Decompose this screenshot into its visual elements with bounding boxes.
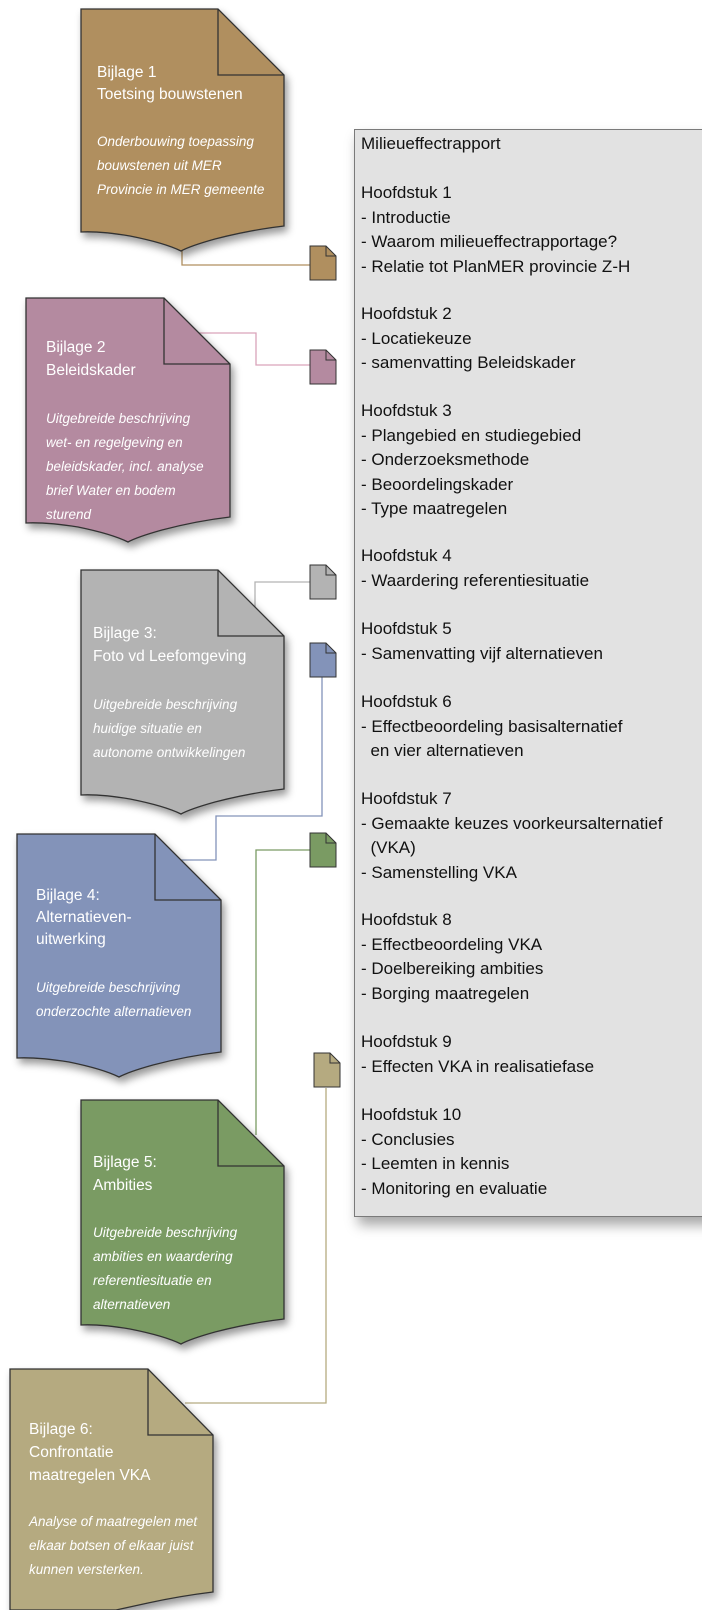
bijlage-3-card: Bijlage 3: Foto vd Leefomgeving Uitgebre… xyxy=(80,569,285,815)
chapter-line: - Monitoring en evaluatie xyxy=(361,1178,548,1198)
chapter-line: - Locatiekeuze xyxy=(361,328,472,348)
connector-bijlage-4 xyxy=(180,677,323,861)
report-panel: Milieueffectrapport Hoofdstuk 1 - Introd… xyxy=(354,129,702,1217)
chapter-9: Hoofdstuk 9 - Effecten VKA in realisatie… xyxy=(361,1030,594,1079)
doc-icon-bijlage-1 xyxy=(309,245,337,281)
connector-bijlage-6 xyxy=(185,1088,327,1404)
chapter-line: (VKA) xyxy=(361,838,416,857)
chapter-line: - Relatie tot PlanMER provincie Z-H xyxy=(361,256,631,276)
chapter-2-heading: Hoofdstuk 2 xyxy=(361,304,452,323)
chapter-7: Hoofdstuk 7 - Gemaakte keuzes voorkeursa… xyxy=(361,787,662,885)
bijlage-5-card: Bijlage 5: Ambities Uitgebreide beschrij… xyxy=(80,1099,285,1345)
chapter-8: Hoofdstuk 8 - Effectbeoordeling VKA - Do… xyxy=(361,908,543,1006)
bijlage-2-card: Bijlage 2 Beleidskader Uitgebreide besch… xyxy=(25,297,231,543)
chapter-line: - samenvatting Beleidskader xyxy=(361,353,576,372)
doc-icon-bijlage-6 xyxy=(313,1052,341,1088)
chapter-5-heading: Hoofdstuk 5 xyxy=(361,619,452,638)
chapter-8-heading: Hoofdstuk 8 xyxy=(361,910,452,929)
doc-icon-bijlage-2 xyxy=(309,349,337,385)
chapter-line: - Effecten VKA in realisatiefase xyxy=(361,1056,595,1076)
connector-bijlage-3 xyxy=(254,581,310,608)
connector-bijlage-1 xyxy=(181,247,310,266)
bijlage-4-description: Uitgebreide beschrijving onderzochte alt… xyxy=(36,980,191,1019)
doc-icon-bijlage-5 xyxy=(309,832,337,868)
chapter-6-heading: Hoofdstuk 6 xyxy=(361,692,452,711)
bijlage-3-title: Bijlage 3: Foto vd Leefomgeving xyxy=(93,625,246,665)
chapter-line: - Conclusies xyxy=(361,1129,455,1149)
chapter-line: - Waarom milieueffectrapportage? xyxy=(361,232,618,251)
chapter-10: Hoofdstuk 10 - Conclusies - Leemten in k… xyxy=(361,1103,547,1201)
chapter-3-heading: Hoofdstuk 3 xyxy=(361,401,452,420)
chapter-line: - Plangebied en studiegebied xyxy=(361,425,582,445)
chapter-line: - Type maatregelen xyxy=(361,499,508,518)
chapter-7-heading: Hoofdstuk 7 xyxy=(361,789,452,808)
chapter-line: - Borging maatregelen xyxy=(361,983,530,1003)
bijlage-5-description: Uitgebreide beschrijving ambities en waa… xyxy=(93,1225,241,1312)
chapter-4: Hoofdstuk 4 - Waardering referentiesitua… xyxy=(361,544,589,593)
chapter-line: - Samenstelling VKA xyxy=(361,862,517,882)
chapter-3: Hoofdstuk 3 - Plangebied en studiegebied… xyxy=(361,399,581,522)
chapter-line: - Effectbeoordeling VKA xyxy=(361,934,543,954)
chapter-line: - Waardering referentiesituatie xyxy=(361,570,590,590)
chapter-line: - Samenvatting vijf alternatieven xyxy=(361,643,603,663)
bijlage-6-title: Bijlage 6: Confrontatie maatregelen VKA xyxy=(29,1421,151,1484)
connector-bijlage-2 xyxy=(196,332,310,366)
chapter-9-heading: Hoofdstuk 9 xyxy=(361,1032,452,1051)
bijlage-2-title: Bijlage 2 Beleidskader xyxy=(46,339,136,379)
chapter-line: - Leemten in kennis xyxy=(361,1154,510,1173)
chapter-line: - Doelbereiking ambities xyxy=(361,959,544,978)
bijlage-6-card: Bijlage 6: Confrontatie maatregelen VKA … xyxy=(9,1368,214,1610)
chapter-4-heading: Hoofdstuk 4 xyxy=(361,546,452,565)
chapter-line: - Introductie xyxy=(361,207,451,227)
chapter-line: en vier alternatieven xyxy=(361,741,524,760)
chapter-line: - Beoordelingskader xyxy=(361,474,514,494)
doc-icon-bijlage-3 xyxy=(309,564,337,600)
chapter-line: - Effectbeoordeling basisalternatief xyxy=(361,716,623,736)
chapter-line: - Gemaakte keuzes voorkeursalternatief xyxy=(361,813,663,833)
bijlage-4-title: Bijlage 4: Alternatieven- uitwerking xyxy=(36,887,136,948)
chapter-6: Hoofdstuk 6 - Effectbeoordeling basisalt… xyxy=(361,690,622,764)
bijlage-1-title: Bijlage 1 Toetsing bouwstenen xyxy=(97,64,243,103)
chapter-5: Hoofdstuk 5 - Samenvatting vijf alternat… xyxy=(361,617,603,666)
bijlage-2-description: Uitgebreide beschrijving wet- en regelge… xyxy=(46,411,207,522)
chapter-line: - Onderzoeksmethode xyxy=(361,450,530,469)
chapter-1: Hoofdstuk 1 - Introductie - Waarom milie… xyxy=(361,181,630,279)
chapter-10-heading: Hoofdstuk 10 xyxy=(361,1105,462,1124)
bijlage-1-card: Bijlage 1 Toetsing bouwstenen Onderbouwi… xyxy=(80,8,285,252)
bijlage-5-title: Bijlage 5: Ambities xyxy=(93,1154,161,1194)
bijlage-4-card: Bijlage 4: Alternatieven- uitwerking Uit… xyxy=(16,833,222,1078)
bijlage-1-description: Onderbouwing toepassing bouwstenen uit M… xyxy=(97,134,264,197)
doc-icon-bijlage-4 xyxy=(309,642,337,678)
chapter-2: Hoofdstuk 2 - Locatiekeuze - samenvattin… xyxy=(361,302,576,376)
bijlage-6-description: Analyse of maatregelen met elkaar botsen… xyxy=(28,1514,201,1577)
bijlage-3-description: Uitgebreide beschrijving huidige situati… xyxy=(93,697,245,760)
connector-bijlage-5 xyxy=(255,849,310,1135)
report-title: Milieueffectrapport xyxy=(361,134,501,153)
chapter-1-heading: Hoofdstuk 1 xyxy=(361,183,452,202)
